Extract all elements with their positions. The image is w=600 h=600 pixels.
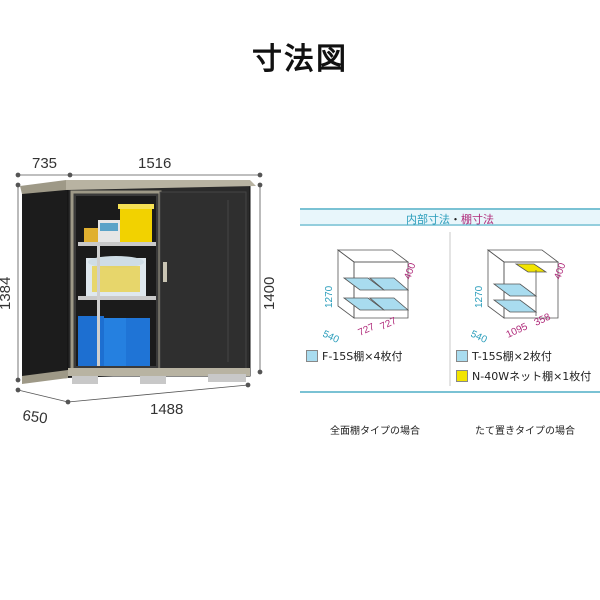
left-h: 1270 [324,285,335,308]
diagram-full-shelf [336,249,410,319]
dim-line-bottom-width [67,384,249,403]
caption-left: 全面棚タイプの場合 [330,426,420,437]
left-top: 400 [402,261,418,281]
legend-right-1: T-15S棚×2枚付 [456,348,552,364]
header-inner-label: 内部寸法 [406,213,450,226]
storage-shed [20,180,256,384]
caption-right: たて置きタイプの場合 [475,426,575,437]
header-shelf-label: 棚寸法 [461,213,494,226]
dim-bottom-width: 1488 [150,401,183,418]
legend-right-2: N-40Wネット棚×1枚付 [456,368,591,384]
dim-right-height: 1400 [261,277,278,310]
right-h: 1270 [474,285,485,308]
header-separator: ・ [450,213,461,226]
left-d: 540 [321,329,341,346]
legend-right-2-label: N-40Wネット棚×1枚付 [472,370,592,383]
right-w1: 1095 [505,321,530,341]
legend-right-1-label: T-15S棚×2枚付 [472,350,552,363]
dim-top-width: 1516 [138,155,171,172]
net-swatch-icon [456,370,468,382]
panel-header-bg [300,210,600,224]
shelf-swatch-icon [456,350,468,362]
dim-line-bottom-depth [17,389,69,403]
dim-bottom-depth: 650 [21,407,48,427]
legend-left-label: F-15S棚×4枚付 [322,350,403,363]
right-d: 540 [469,329,489,346]
left-w1: 727 [357,322,377,339]
panel-header: 内部寸法・棚寸法 [300,211,600,227]
shelf-swatch-icon [306,350,318,362]
dim-top-depth: 735 [32,155,57,172]
diagram-vertical-shelf [486,249,560,319]
page-title: 寸法図 [252,42,348,77]
dim-left-height: 1384 [0,277,14,310]
right-top: 400 [552,261,568,281]
legend-left: F-15S棚×4枚付 [306,348,403,364]
